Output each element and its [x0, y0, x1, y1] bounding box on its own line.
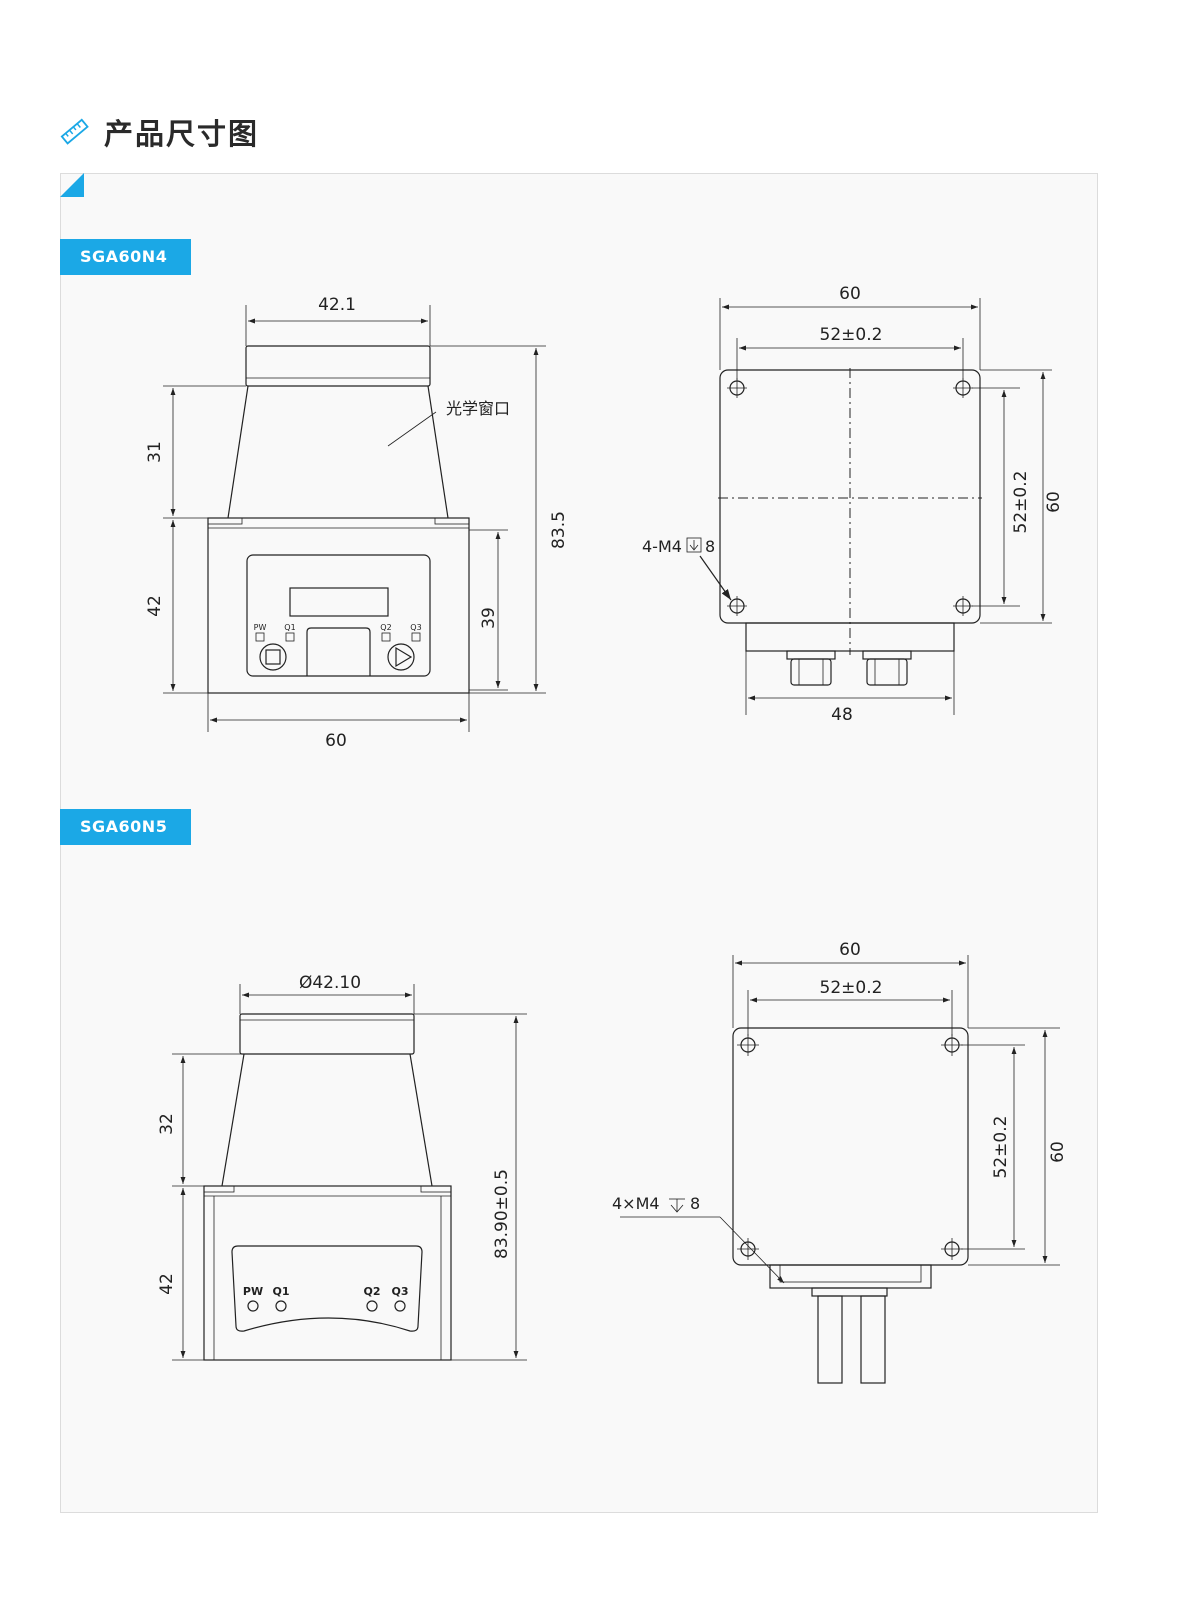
n4-back-hole-depth: 8 [705, 537, 715, 556]
n5-dim-window-height: 32 [157, 1113, 177, 1135]
n5-back-dim-hole-y: 52±0.2 [991, 1116, 1011, 1179]
n4-led-q1: Q1 [284, 623, 295, 632]
n4-led-pw: PW [254, 623, 267, 632]
n4-led-q3: Q3 [410, 623, 421, 632]
n4-back-view: 60 52±0.2 52±0.2 60 48 4-M4 8 [642, 284, 1064, 725]
n5-back-dim-width: 60 [839, 940, 861, 960]
n4-back-dim-hole-x: 52±0.2 [820, 325, 883, 345]
mount-hole-icon [727, 378, 973, 616]
n4-back-dim-hole-y: 52±0.2 [1011, 471, 1031, 534]
n4-back-dim-height: 60 [1044, 491, 1064, 513]
n4-dim-window-height: 31 [145, 441, 165, 463]
n4-dim-body-height: 42 [145, 595, 165, 617]
n5-back-hole-label: 4×M4 [612, 1194, 660, 1213]
n4-back-dim-connector: 48 [831, 705, 853, 725]
n4-front-view: PW Q1 Q2 Q3 光学窗口 42.1 31 42 39 [145, 295, 569, 751]
n5-led-pw: PW [243, 1285, 263, 1298]
n5-dim-total-height: 83.90±0.5 [492, 1169, 512, 1259]
n5-dim-body-height: 42 [157, 1273, 177, 1295]
n5-led-q1: Q1 [272, 1285, 289, 1298]
n5-back-view: 60 52±0.2 52±0.2 60 4×M4 8 [612, 940, 1068, 1384]
n5-back-dim-hole-x: 52±0.2 [820, 978, 883, 998]
n4-dim-width: 60 [325, 731, 347, 751]
section-header: 产品尺寸图 [60, 112, 259, 152]
mount-hole-icon [737, 1034, 963, 1260]
n5-back-dim-height: 60 [1048, 1141, 1068, 1163]
n5-led-q2: Q2 [363, 1285, 380, 1298]
n5-led-q3: Q3 [391, 1285, 408, 1298]
n5-back-hole-depth: 8 [690, 1194, 700, 1213]
corner-marker [60, 173, 84, 197]
n4-back-dim-width: 60 [839, 284, 861, 304]
page-title: 产品尺寸图 [104, 117, 260, 151]
play-button-icon [387, 643, 415, 671]
n5-dim-top-width: Ø42.10 [299, 973, 361, 993]
n4-dim-panel-height: 39 [479, 607, 499, 629]
ruler-icon [60, 118, 89, 145]
model-tag-n5: SGA60N5 [60, 809, 191, 845]
n4-led-q2: Q2 [380, 623, 391, 632]
n4-back-hole-label: 4-M4 [642, 537, 682, 556]
n4-dim-total-height: 83.5 [549, 511, 569, 549]
n5-front-view: PW Q1 Q2 Q3 Ø42.10 32 42 83.90±0.5 [157, 973, 527, 1361]
n4-dim-top-width: 42.1 [318, 295, 356, 315]
n4-window-label: 光学窗口 [446, 399, 510, 418]
model-tag-n4: SGA60N4 [60, 239, 191, 275]
stop-button-icon [259, 643, 287, 671]
